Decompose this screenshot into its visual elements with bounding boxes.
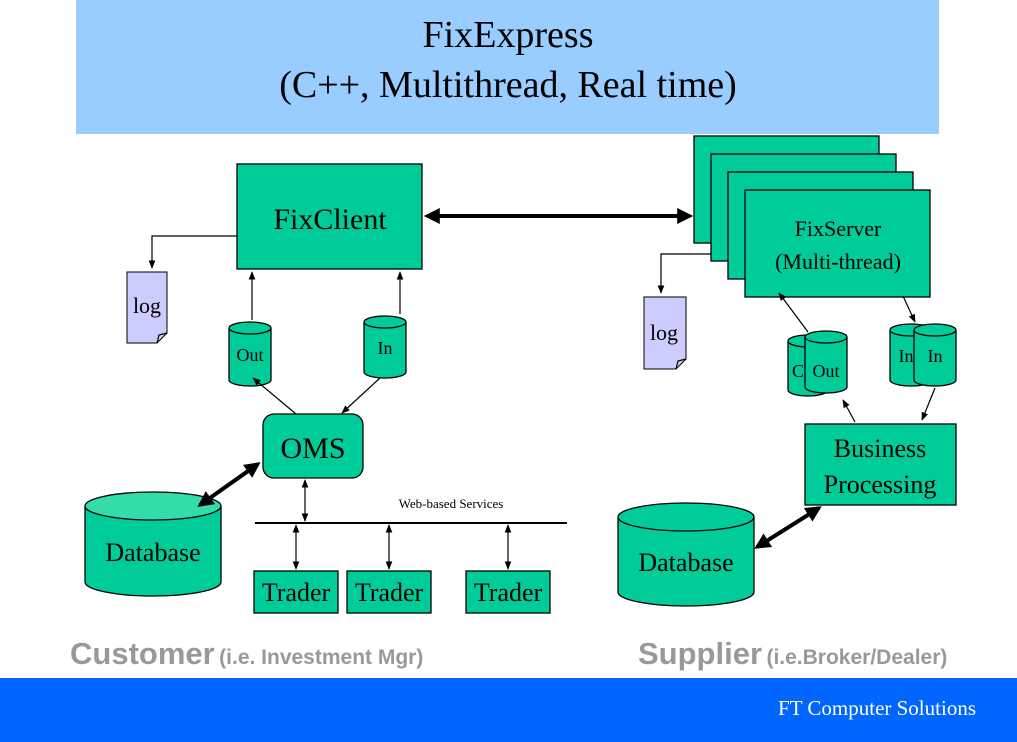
business-label-line2: Processing (824, 470, 937, 499)
server-in-label: In (928, 346, 943, 366)
trader-label: Trader (474, 578, 543, 607)
trader-label: Trader (262, 578, 331, 607)
server-log-label: log (650, 320, 678, 345)
in-queue-to-oms-arrow (341, 377, 381, 414)
client-out-label: Out (237, 345, 264, 365)
client-database: Database (84, 491, 222, 597)
fixclient-to-log-arrow (148, 235, 237, 269)
fixclient-node: FixClient (236, 163, 423, 270)
server-database-label: Database (638, 548, 733, 577)
business-label-line1: Business (834, 434, 926, 463)
oms-to-out-queue-arrow (252, 377, 297, 415)
fixserver-stack: FixServer (Multi-thread) (693, 135, 931, 298)
header-title: FixExpress (423, 14, 594, 56)
supplier-caption: Supplier (i.e.Broker/Dealer) (638, 636, 947, 671)
fixserver-label-line2: (Multi-thread) (775, 249, 901, 274)
customer-caption-main: Customer (70, 636, 215, 671)
fixserver-label-line1: FixServer (795, 216, 882, 241)
footer-band: FT Computer Solutions (0, 678, 1017, 742)
client-database-oms-link (197, 462, 261, 507)
header-band: FixExpress (C++, Multithread, Real time) (76, 0, 939, 134)
in-queue-to-business-arrow (921, 387, 936, 421)
server-log-document: log (643, 296, 687, 370)
trader-label: Trader (355, 578, 424, 607)
trader-node: Trader (253, 570, 339, 614)
client-log-label: log (133, 293, 161, 318)
footer-company: FT Computer Solutions (778, 696, 976, 720)
web-services-label: Web-based Services (399, 496, 504, 511)
fixserver-to-in-queue-arrow (902, 295, 916, 323)
oms-label: OMS (280, 432, 345, 465)
client-log-document: log (126, 271, 168, 344)
customer-caption-note: (i.e. Investment Mgr) (219, 646, 423, 669)
fixserver-to-log-arrow (657, 253, 711, 294)
server-out-queue: Out (804, 330, 848, 394)
oms-node: OMS (262, 413, 364, 479)
server-database: Database (617, 502, 755, 607)
fixclient-label: FixClient (273, 203, 387, 236)
client-in-queue: In (363, 315, 407, 379)
supplier-caption-note: (i.e.Broker/Dealer) (766, 646, 947, 669)
trader-node: Trader (346, 570, 432, 614)
server-database-business-link (754, 506, 822, 549)
supplier-caption-main: Supplier (638, 636, 762, 671)
server-out-label: Out (813, 361, 840, 381)
customer-caption: Customer (i.e. Investment Mgr) (70, 636, 423, 671)
business-processing-node: Business Processing (804, 423, 957, 506)
server-in-back-label: In (899, 346, 914, 366)
server-out-back-label: C (792, 361, 804, 381)
client-database-label: Database (105, 538, 200, 567)
client-out-queue: Out (228, 321, 272, 387)
trader-node: Trader (465, 570, 551, 614)
header-subtitle: (C++, Multithread, Real time) (279, 64, 737, 106)
server-in-queue: In (913, 323, 957, 387)
out-queue-to-fixserver-arrow (778, 292, 809, 333)
client-in-label: In (378, 338, 393, 358)
business-to-out-queue-arrow (842, 399, 856, 423)
